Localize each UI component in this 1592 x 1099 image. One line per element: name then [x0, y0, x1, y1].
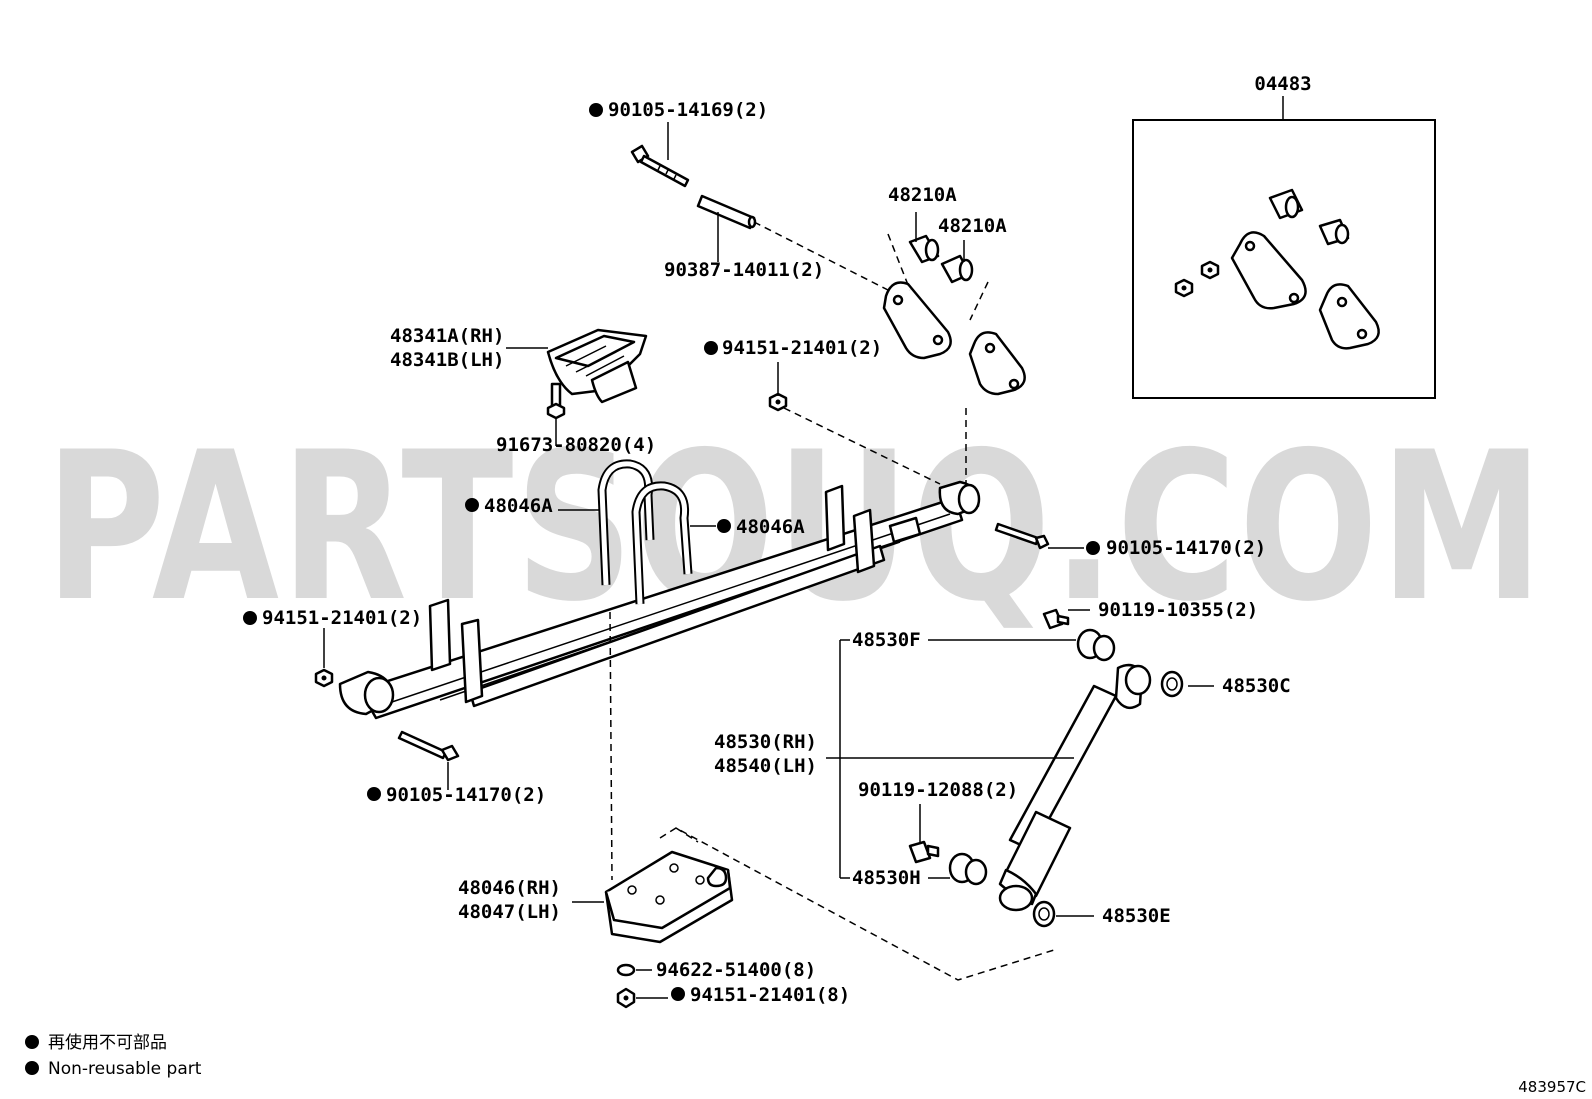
label-washer-bottom[interactable]: 94622-51400(8): [656, 959, 816, 981]
washer-48530e[interactable]: [1032, 900, 1056, 928]
kit-shackle-icon: [1230, 231, 1307, 310]
spring-seat[interactable]: [604, 850, 734, 944]
shackle-plate-rear[interactable]: [968, 331, 1026, 396]
kit-label: 04483: [1254, 73, 1311, 95]
shock-absorber[interactable]: [998, 663, 1152, 912]
spring-bumper[interactable]: [546, 328, 648, 404]
legend-en: Non-reusable part: [48, 1059, 202, 1079]
kit-bushing-icon: [1268, 188, 1304, 220]
spring-clip: [428, 598, 452, 672]
label-washer-e[interactable]: 48530E: [1102, 905, 1171, 927]
shackle-plate-front[interactable]: [882, 281, 952, 360]
nut-bottom[interactable]: [616, 987, 636, 1009]
label-bush-a1[interactable]: 48210A: [888, 184, 957, 206]
bolt-front-eye[interactable]: [994, 522, 1050, 550]
cushion-48530f[interactable]: [1076, 628, 1116, 662]
label-seat-rh[interactable]: 48046(RH): [458, 877, 561, 899]
spring-clip: [460, 618, 484, 704]
u-bolt-right[interactable]: [631, 481, 693, 605]
label-bumper-rh[interactable]: 48341A(RH): [390, 325, 504, 347]
label-stud-lower[interactable]: 90119-12088(2): [858, 779, 1018, 801]
cushion-48530h[interactable]: [948, 852, 988, 886]
stud-upper[interactable]: [1042, 608, 1070, 630]
leader-lines: [323, 122, 1214, 999]
upper-bolt[interactable]: [630, 144, 690, 188]
shackle-bushing[interactable]: [940, 254, 974, 284]
label-nut-upper[interactable]: 94151-21401(2): [722, 337, 882, 359]
legend-dot: [25, 1061, 39, 1075]
label-pin[interactable]: 90387-14011(2): [664, 259, 824, 281]
nut-left[interactable]: [314, 668, 334, 688]
pin[interactable]: [696, 194, 757, 230]
washer-bottom[interactable]: [616, 963, 636, 977]
nut-upper[interactable]: [768, 392, 788, 412]
rear-spring-eye: [338, 670, 395, 716]
non-reusable-dot: [1086, 541, 1100, 555]
kit-04483[interactable]: 04483: [1132, 73, 1436, 399]
spring-clip: [852, 508, 876, 574]
watermark: PARTSOUQ.COM: [45, 409, 1545, 647]
legend: 再使用不可部品 Non-reusable part: [25, 1032, 202, 1079]
non-reusable-dot: [243, 611, 257, 625]
kit-bushing-icon: [1318, 218, 1350, 246]
stud-lower[interactable]: [908, 840, 940, 864]
front-spring-eye: [938, 480, 981, 516]
label-bolt-right[interactable]: 90105-14170(2): [1106, 537, 1266, 559]
non-reusable-dot: [465, 498, 479, 512]
label-cushion-f[interactable]: 48530F: [852, 629, 921, 651]
non-reusable-dot: [704, 341, 718, 355]
label-shock-lh[interactable]: 48540(LH): [714, 755, 817, 777]
spring-clip: [824, 484, 846, 552]
leaf-spring[interactable]: [338, 480, 981, 720]
non-reusable-dot: [589, 103, 603, 117]
kit-nut-icon: [1200, 260, 1220, 280]
part-labels: 90105-14169(2) 90387-14011(2) 48210A 482…: [262, 99, 1291, 1006]
label-bolt-left[interactable]: 90105-14170(2): [386, 784, 546, 806]
label-stud-upper[interactable]: 90119-10355(2): [1098, 599, 1258, 621]
label-washer-c[interactable]: 48530C: [1222, 675, 1291, 697]
bumper-bolt[interactable]: [546, 382, 566, 420]
legend-dot: [25, 1035, 39, 1049]
label-ubolt-left[interactable]: 48046A: [484, 495, 553, 517]
figure-code: 483957C: [1518, 1078, 1586, 1096]
dashed-guides: [609, 221, 1055, 981]
label-cushion-h[interactable]: 48530H: [852, 867, 921, 889]
non-reusable-dot: [717, 519, 731, 533]
legend-jp: 再使用不可部品: [48, 1032, 167, 1053]
non-reusable-dot: [671, 987, 685, 1001]
label-bush-a2[interactable]: 48210A: [938, 215, 1007, 237]
non-reusable-dot: [367, 787, 381, 801]
kit-nut-icon: [1174, 278, 1194, 298]
label-nut-left[interactable]: 94151-21401(2): [262, 607, 422, 629]
label-bumper-bolt[interactable]: 91673-80820(4): [496, 434, 656, 456]
label-shock-rh[interactable]: 48530(RH): [714, 731, 817, 753]
label-bolt-top[interactable]: 90105-14169(2): [608, 99, 768, 121]
label-bumper-lh[interactable]: 48341B(LH): [390, 349, 504, 371]
bolt-rear-eye[interactable]: [397, 730, 460, 762]
kit-shackle-icon: [1318, 283, 1380, 350]
shackle-bushing[interactable]: [908, 234, 940, 264]
washer-48530c[interactable]: [1160, 670, 1184, 698]
label-seat-lh[interactable]: 48047(LH): [458, 901, 561, 923]
label-nut-bottom[interactable]: 94151-21401(8): [690, 984, 850, 1006]
kit-box: [1132, 119, 1436, 399]
label-ubolt-right[interactable]: 48046A: [736, 516, 805, 538]
non-reusable-markers: [243, 103, 1100, 1001]
spring-center-bolt: [888, 516, 922, 544]
